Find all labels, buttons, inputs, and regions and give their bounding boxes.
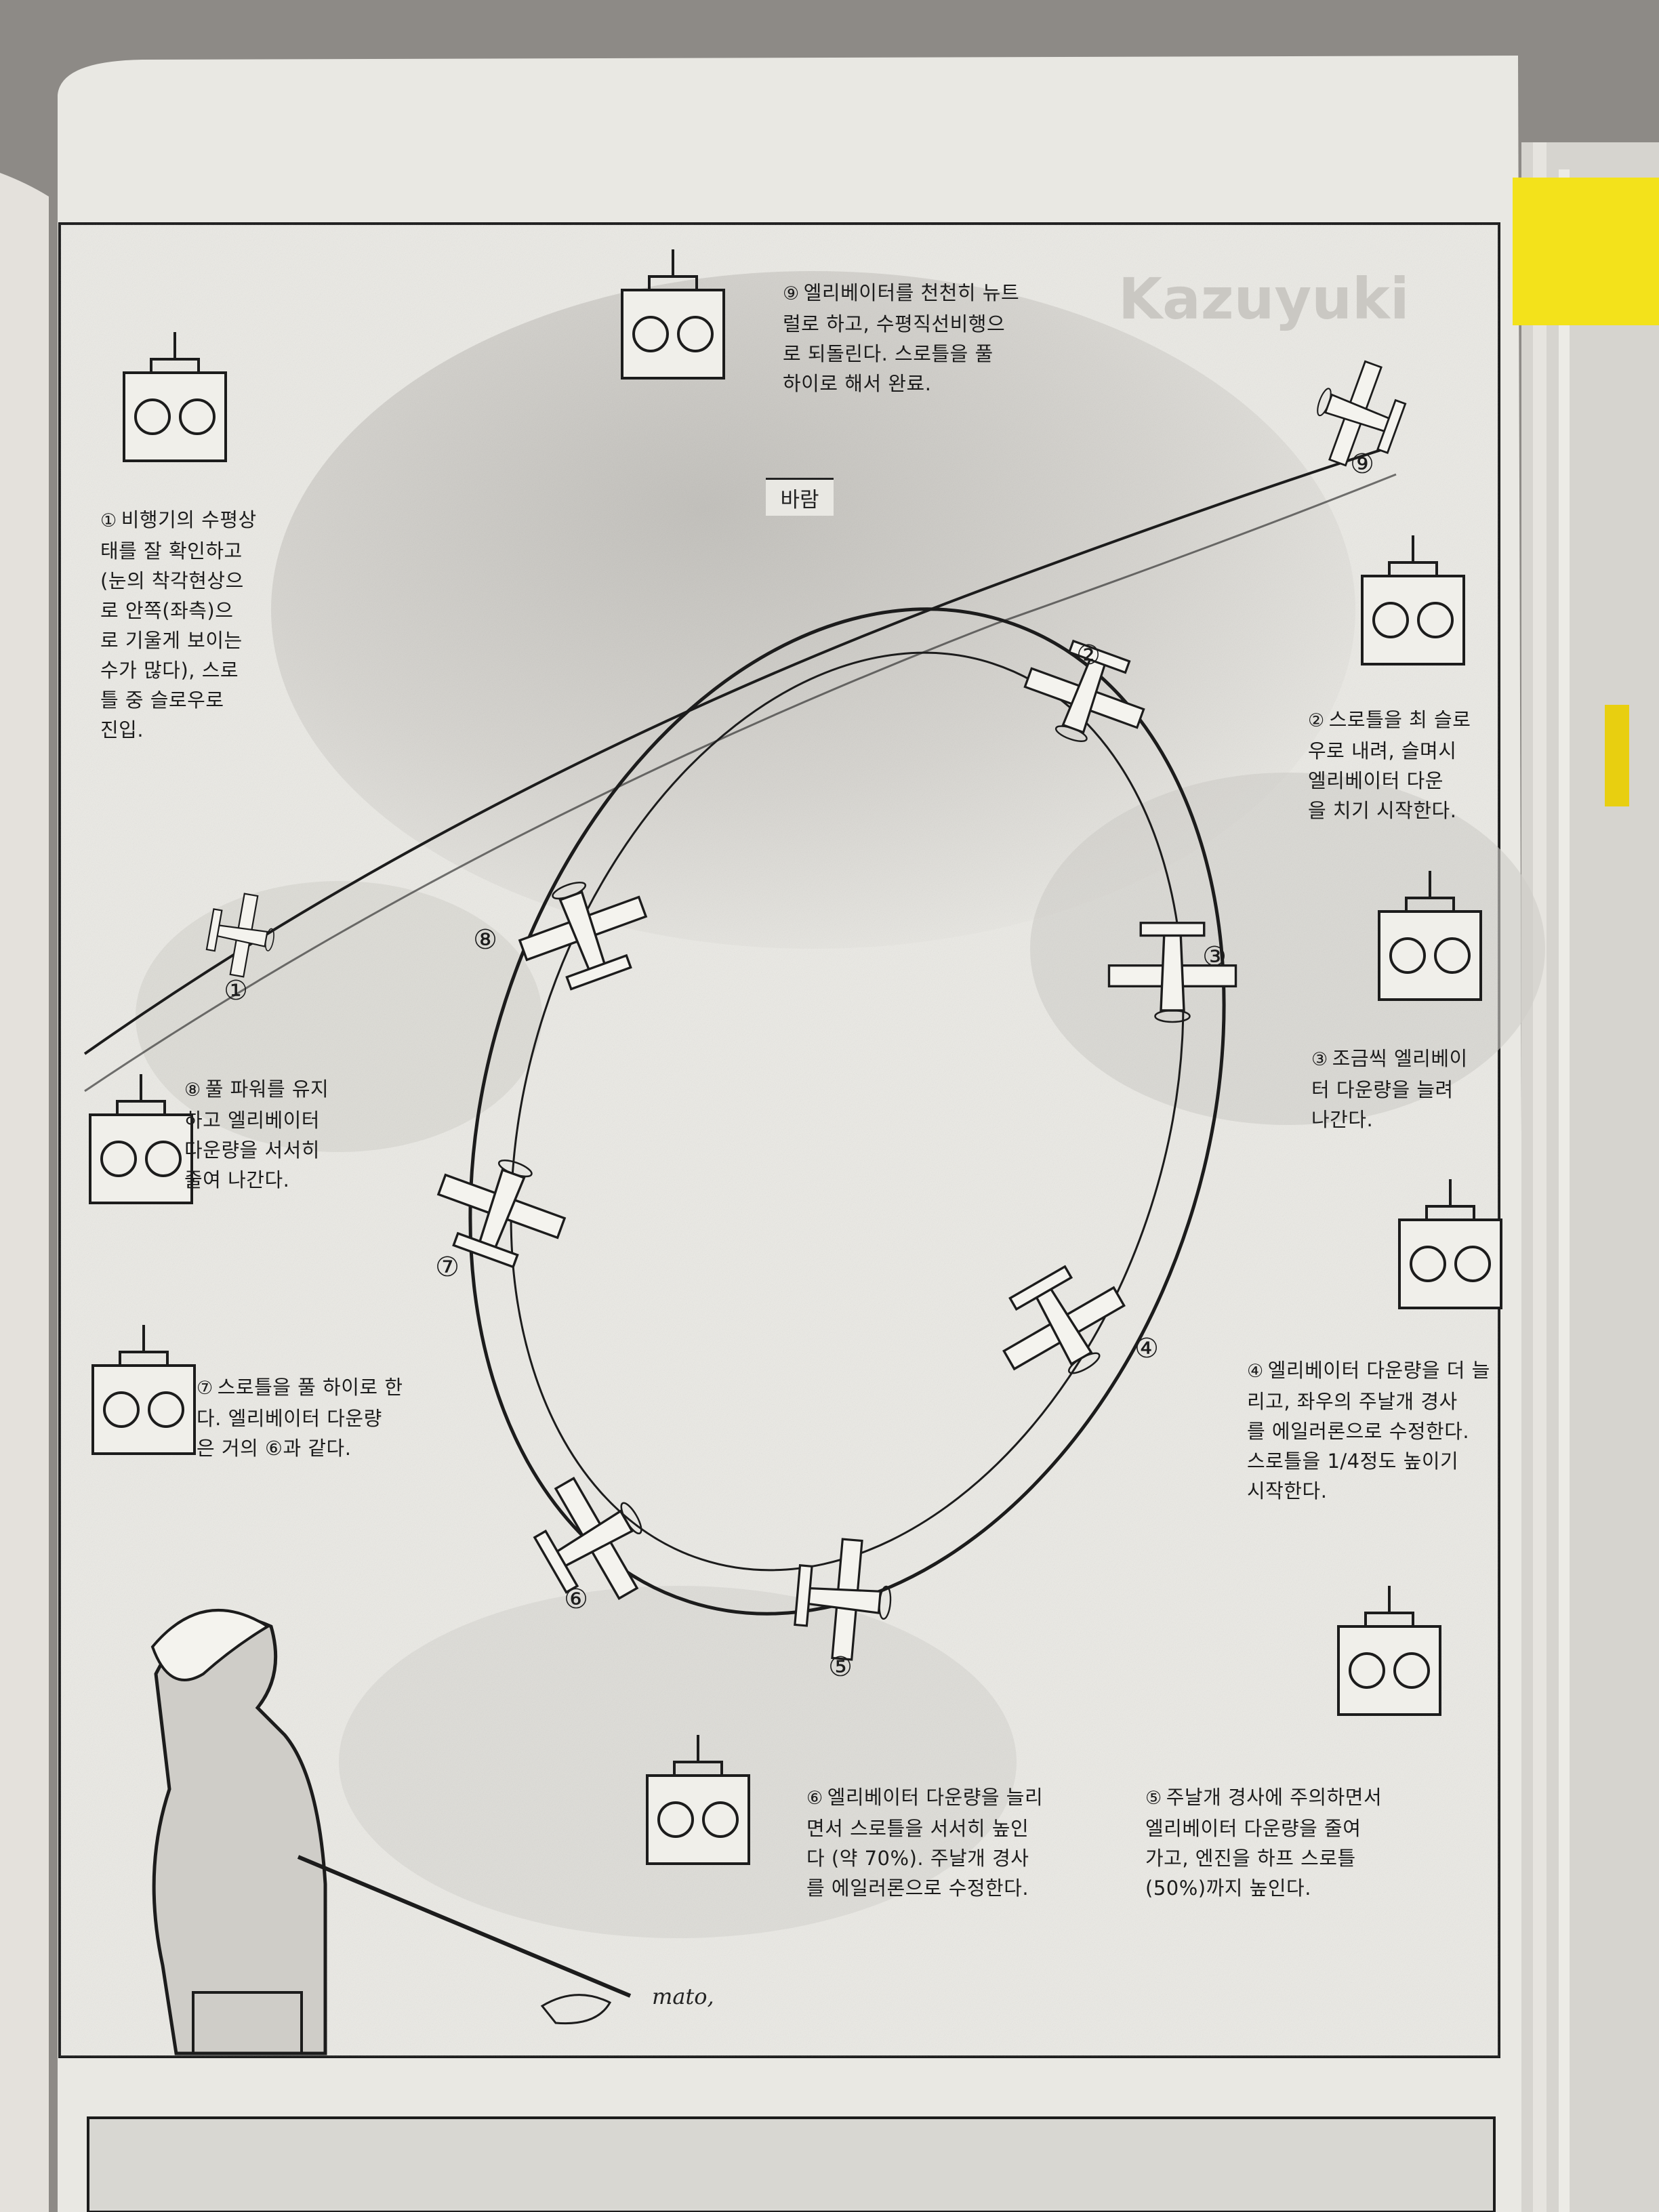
step-1-number: ① xyxy=(100,510,117,531)
step-4-number: ④ xyxy=(1247,1361,1264,1382)
step-2-text: 스로틀을 최 슬로 우로 내려, 슬며시 엘리베이터 다운 을 치기 시작한다. xyxy=(1308,708,1471,822)
marker-2: ② xyxy=(1076,640,1101,671)
step-8-text: 풀 파워를 유지 하고 엘리베이터 다운량을 서서히 줄여 나간다. xyxy=(184,1078,329,1191)
step-7-number: ⑦ xyxy=(197,1378,213,1399)
step-2-number: ② xyxy=(1308,710,1325,731)
step-6-number: ⑥ xyxy=(806,1788,823,1809)
marker-6: ⑥ xyxy=(564,1584,588,1615)
step-4-text: 엘리베이터 다운량을 더 늘 리고, 좌우의 주날개 경사 를 에일러론으로 수… xyxy=(1247,1359,1490,1502)
svg-text:Kazuyuki: Kazuyuki xyxy=(1118,266,1410,332)
step-5-text: 주날개 경사에 주의하면서 엘리베이터 다운량을 줄여 가고, 엔진을 하프 스… xyxy=(1145,1786,1382,1900)
step-8-number: ⑧ xyxy=(184,1080,201,1101)
marker-4: ④ xyxy=(1134,1333,1159,1364)
marker-9: ⑨ xyxy=(1350,449,1374,480)
marker-7: ⑦ xyxy=(435,1252,459,1283)
step-5-number: ⑤ xyxy=(1145,1788,1162,1809)
marker-3: ③ xyxy=(1202,941,1227,972)
marker-8: ⑧ xyxy=(473,924,497,956)
step-3-text: 조금씩 엘리베이 터 다운량을 늘려 나간다. xyxy=(1311,1047,1468,1131)
step-9-number: ⑨ xyxy=(783,283,800,304)
marker-1: ① xyxy=(224,975,248,1006)
step-9-text: 엘리베이터를 천천히 뉴트 럴로 하고, 수평직선비행으 로 되돌린다. 스로틀… xyxy=(783,281,1020,395)
step-6-text: 엘리베이터 다운량을 늘리 면서 스로틀을 서서히 높인 다 (약 70%). … xyxy=(806,1786,1044,1900)
wind-label: 바람 xyxy=(766,478,834,516)
step-3-number: ③ xyxy=(1311,1049,1328,1070)
artist-signature: mato, xyxy=(652,1984,714,2009)
step-7-text: 스로틀을 풀 하이로 한 다. 엘리베이터 다운량 은 거의 ⑥과 같다. xyxy=(197,1376,403,1460)
marker-5: ⑤ xyxy=(828,1652,853,1683)
step-1-text: 비행기의 수평상 태를 잘 확인하고 (눈의 착각현상으 로 안쪽(좌측)으 로… xyxy=(100,508,257,741)
